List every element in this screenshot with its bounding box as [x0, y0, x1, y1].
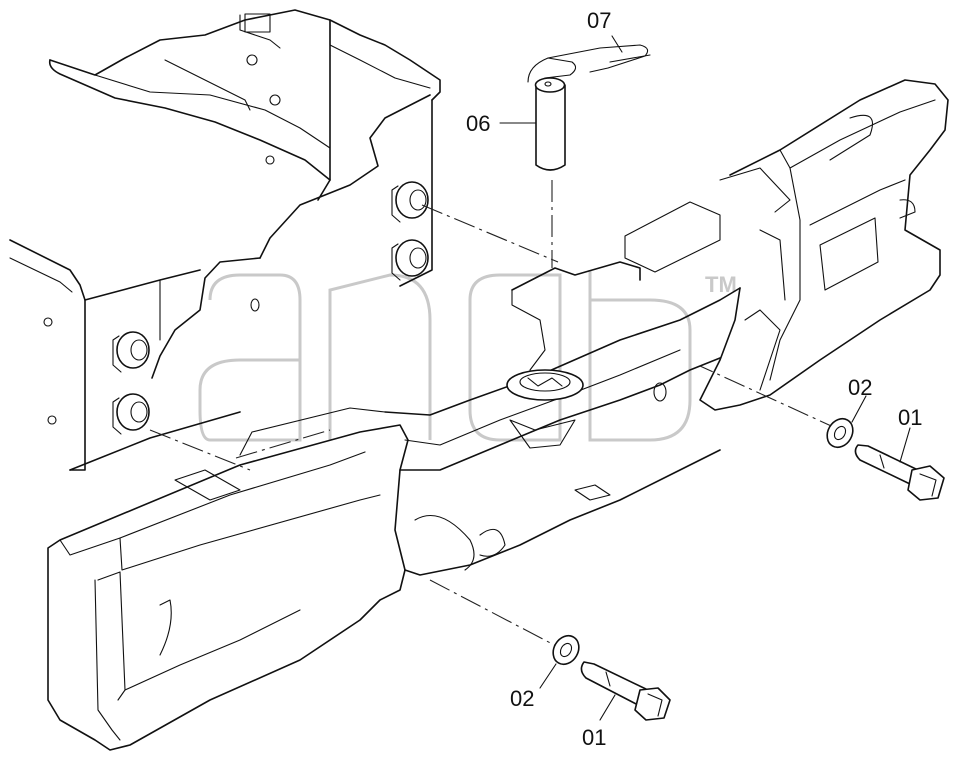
- callout-pin: 06: [466, 111, 490, 136]
- chassis-frame: [9, 9, 441, 471]
- center-lines: [149, 180, 841, 649]
- callout-washer-right: 02: [848, 375, 872, 400]
- watermark: TM: [198, 270, 737, 442]
- callout-bolt-bottom: 01: [582, 725, 606, 750]
- bolt-bottom: [580, 661, 671, 721]
- callout-bolt-right: 01: [898, 405, 922, 430]
- callout-washer-bottom: 02: [510, 686, 534, 711]
- leader-lines: [499, 35, 911, 721]
- washer-bottom: [552, 634, 580, 666]
- pin: [534, 77, 566, 171]
- callout-clip: 07: [587, 8, 611, 33]
- counterweight-beam: [47, 79, 949, 751]
- bolt-right: [854, 444, 945, 501]
- washer-right: [826, 417, 854, 449]
- clip: [527, 44, 651, 83]
